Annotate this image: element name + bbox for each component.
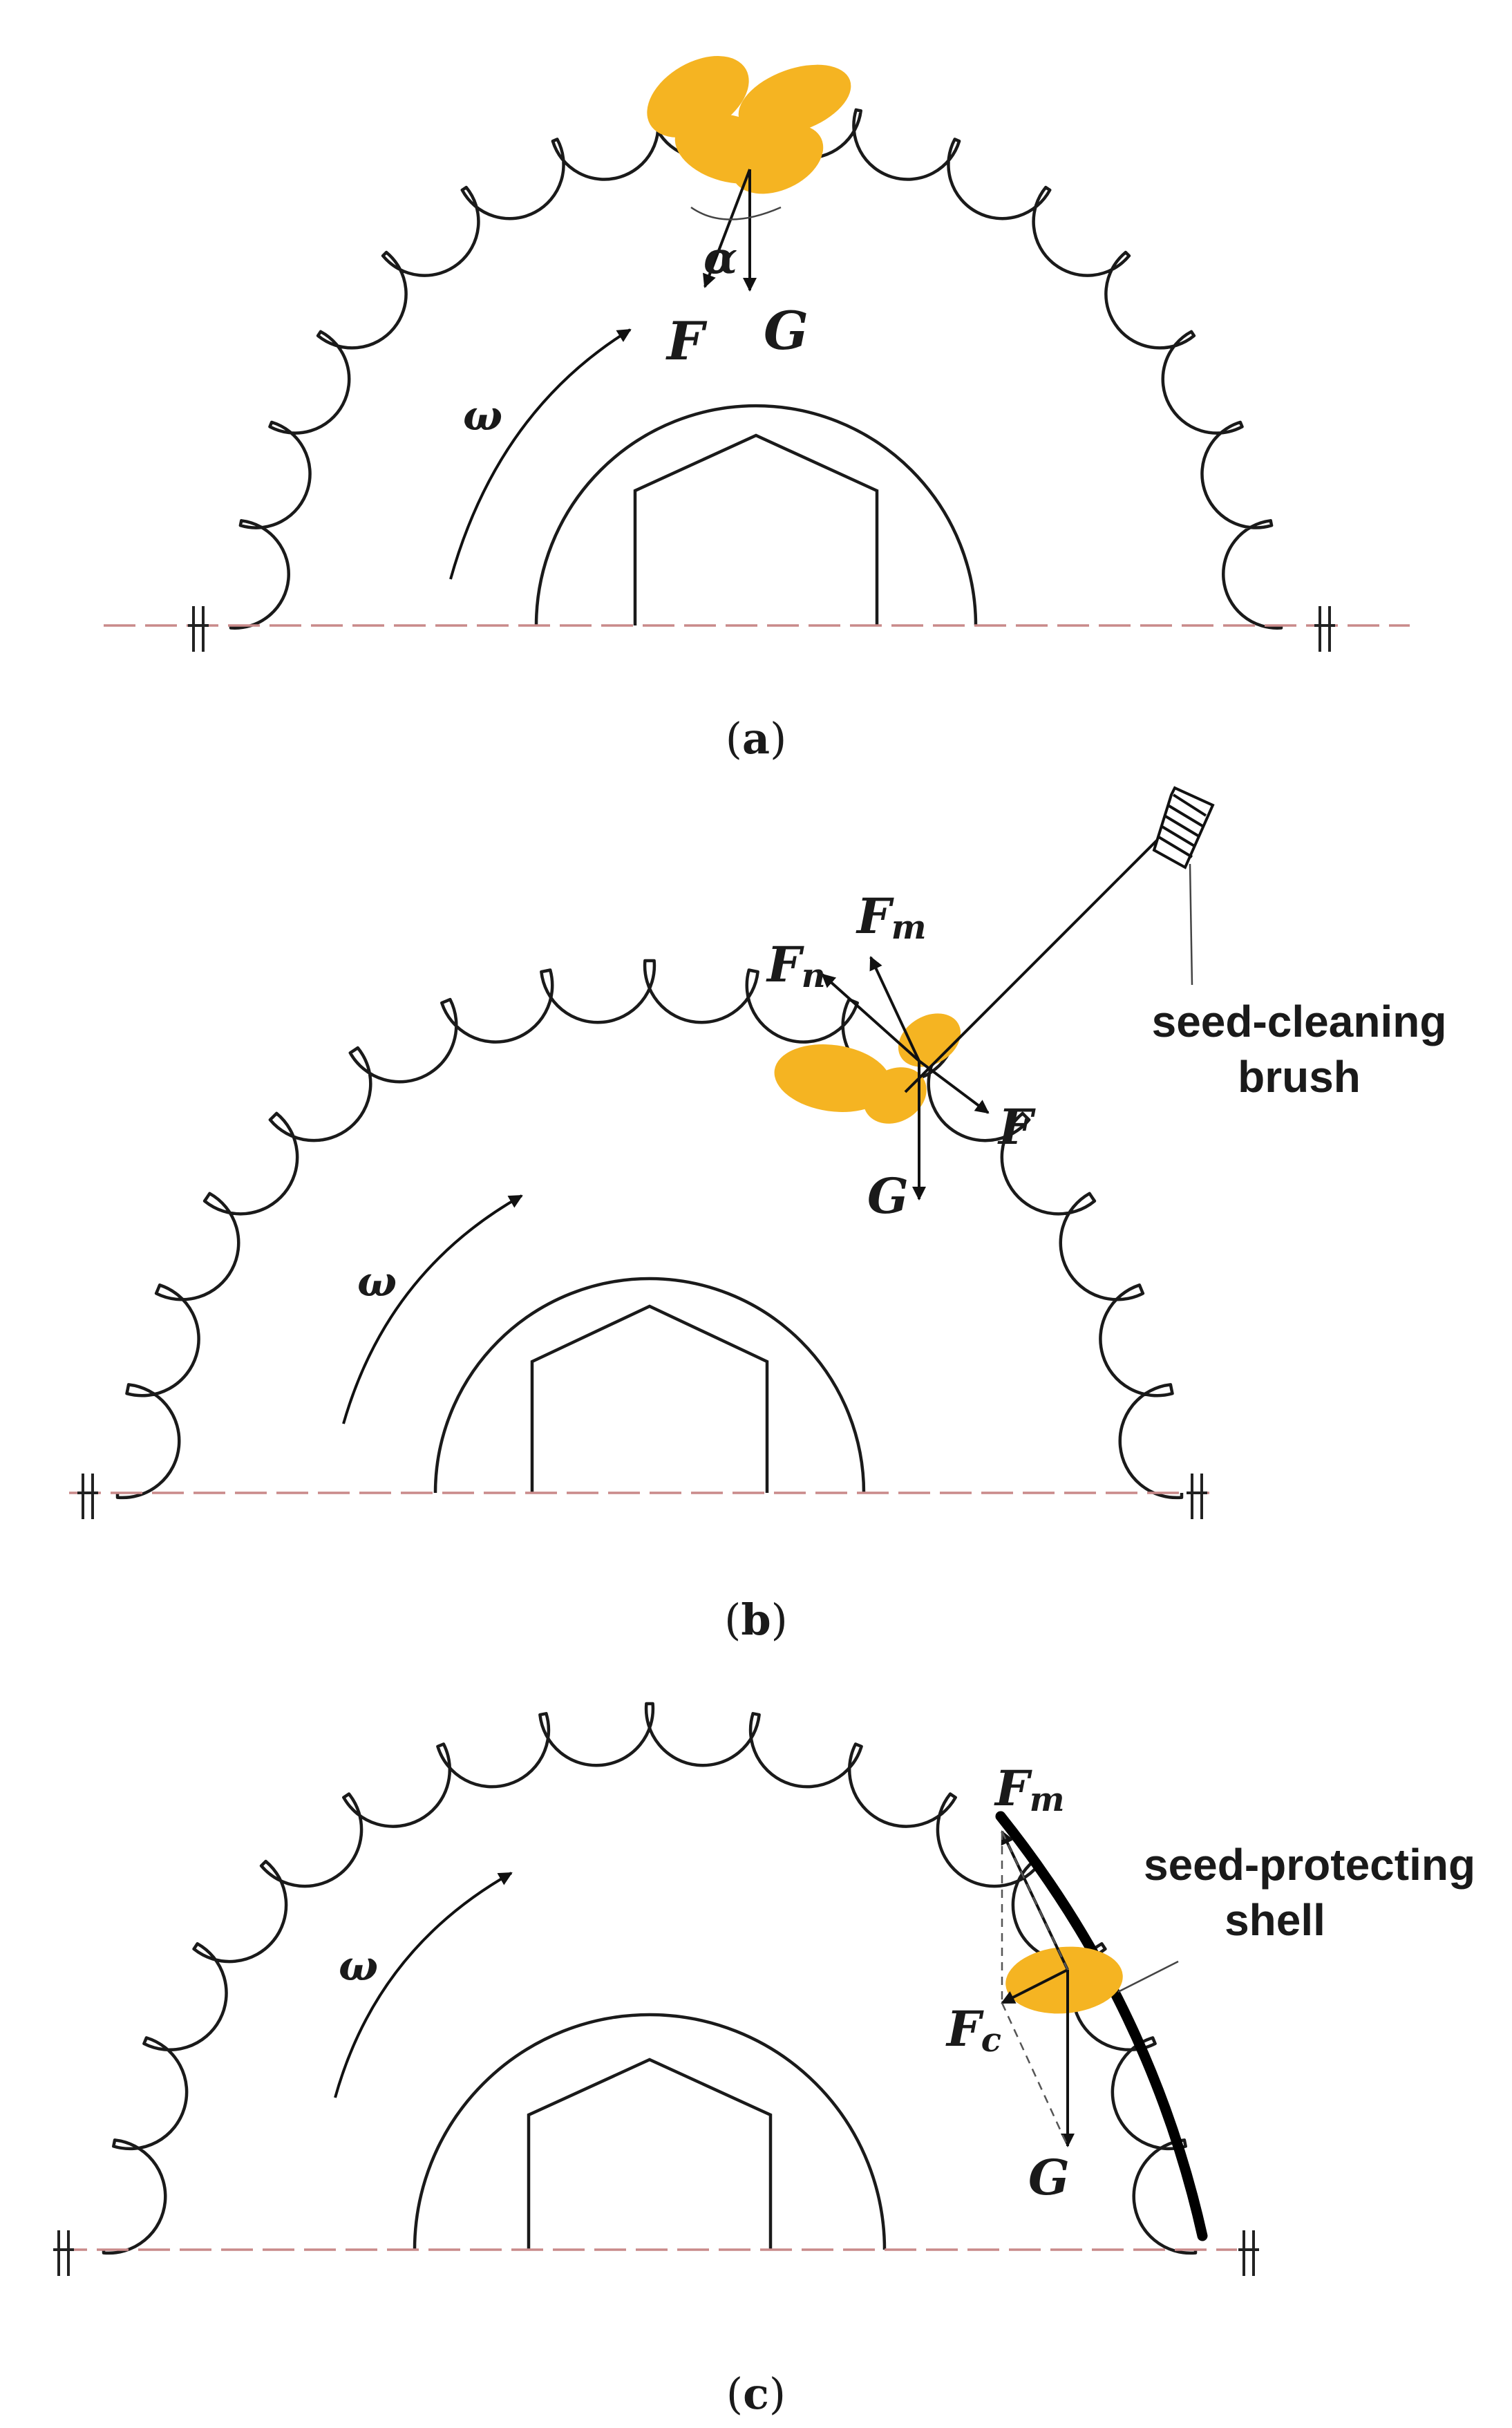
gravity-label: G: [764, 300, 809, 361]
seed-cleaning-brush-label: seed-cleaning: [1152, 997, 1447, 1046]
rotation-arrow: [334, 1872, 513, 2098]
seed-cluster: [774, 1013, 961, 1124]
seed-cluster: [647, 56, 851, 194]
hub-arc: [433, 1277, 866, 1494]
rotation-arrow: [342, 1194, 523, 1424]
fn-label: Fn: [766, 936, 826, 995]
seed-protecting-shell: [995, 1811, 1208, 2241]
seed-protecting-shell-label-line2: shell: [1225, 1895, 1325, 1945]
caption-a: (a): [726, 713, 787, 764]
seed-protecting-shell-label: seed-protecting: [1144, 1840, 1475, 1890]
omega-label: ω: [357, 1258, 397, 1306]
hexagonal-shaft-hole: [530, 1304, 769, 1493]
panel-c: Fm Fc G ω seed-protecting shell (c): [53, 1702, 1475, 2419]
force-f-label: F: [997, 1098, 1036, 1156]
seed: [1005, 1946, 1123, 2014]
gravity-label: G: [1028, 2149, 1070, 2206]
gravity-label: G: [867, 1167, 909, 1225]
center-line-end-marks: [188, 606, 1335, 652]
seed-cleaning-brush-label-line2: brush: [1238, 1052, 1361, 1102]
fm-label: Fm: [856, 887, 927, 947]
fm-label: Fm: [994, 1760, 1065, 1819]
hexagonal-shaft-hole: [527, 2058, 773, 2250]
force-f-label: F: [665, 310, 708, 372]
force-vectors: [1001, 1830, 1075, 2147]
hexagonal-shaft-hole: [633, 433, 879, 625]
seed-cleaning-brush: [904, 786, 1215, 1093]
force-vectors: [690, 169, 782, 292]
alpha-label: α: [703, 232, 737, 284]
caption-b: (b): [724, 1594, 788, 1645]
fc-label: Fc: [945, 2000, 1001, 2060]
center-line-end-marks: [53, 2230, 1259, 2276]
rotation-arrow: [449, 328, 632, 580]
omega-label: ω: [339, 1942, 378, 1991]
wheel-outline: [115, 959, 1184, 1500]
panel-b: Fm Fn F G ω seed-cleaning brush (b): [69, 786, 1447, 1645]
center-line-end-marks: [77, 1474, 1207, 1519]
hub-arc: [413, 2013, 887, 2250]
callout-leader: [1117, 1960, 1179, 1993]
force-vectors: [821, 956, 990, 1201]
hub-arc: [534, 404, 978, 626]
panel-a: α F G ω (a): [104, 56, 1410, 764]
caption-c: (c): [726, 2369, 786, 2419]
omega-label: ω: [463, 392, 502, 440]
